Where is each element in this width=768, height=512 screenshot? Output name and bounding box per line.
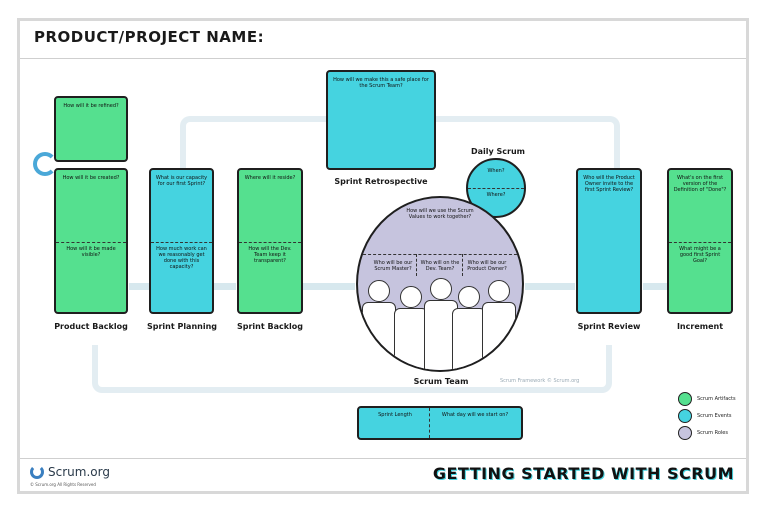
- scrum-logo-text: Scrum.org: [48, 465, 110, 479]
- sprint-length-label: Sprint Length: [378, 412, 412, 418]
- question-when: When?: [487, 168, 505, 174]
- increment-label: Increment: [676, 322, 724, 331]
- sprint-review-label: Sprint Review: [577, 322, 641, 331]
- question-reside: Where will it reside?: [244, 175, 296, 181]
- legend-events-label: Scrum Events: [697, 413, 732, 419]
- header-divider: [20, 58, 746, 59]
- legend-artifacts-label: Scrum Artifacts: [697, 396, 736, 402]
- person-body: [394, 308, 428, 370]
- question-first-version: What's on the first version of the Defin…: [673, 175, 727, 193]
- question-visible: How will it be made visible?: [66, 246, 116, 258]
- page-title: PRODUCT/PROJECT NAME:: [34, 28, 265, 46]
- dashed-divider: [468, 188, 524, 189]
- increment-box[interactable]: What's on the first version of the Defin…: [667, 168, 733, 314]
- person-body: [452, 308, 486, 370]
- person-body: [482, 302, 516, 370]
- question-where: Where?: [486, 192, 506, 198]
- dashed-divider: [358, 254, 522, 255]
- bottom-loop-arrow: [92, 345, 612, 393]
- question-sprint-goal: What might be a good first Sprint Goal?: [679, 246, 721, 264]
- question-refined: How will it be refined?: [63, 103, 119, 109]
- person-icon: [430, 278, 452, 300]
- question-transparent: How will the Dev. Team keep it transpare…: [248, 246, 292, 264]
- legend-artifacts-dot: [678, 392, 692, 406]
- footer-divider: [20, 458, 746, 459]
- sprint-review-box[interactable]: Who will the Product Owner invite to the…: [576, 168, 642, 314]
- team-col-divider-2: [462, 254, 463, 276]
- sprint-backlog-label: Sprint Backlog: [236, 322, 303, 331]
- scrum-team-circle[interactable]: How will we use the Scrum Values to work…: [356, 196, 524, 372]
- team-col-divider-1: [416, 254, 417, 276]
- flow-arrow-2: [214, 283, 236, 290]
- legend-events-dot: [678, 409, 692, 423]
- dashed-divider: [669, 242, 731, 243]
- sprint-retrospective-box[interactable]: How will we make this a safe place for t…: [326, 70, 436, 170]
- question-created: How will it be created?: [62, 175, 120, 181]
- start-day-question: What day will we start on?: [441, 412, 509, 418]
- sprint-planning-box[interactable]: What is our capacity for our first Sprin…: [149, 168, 214, 314]
- person-body: [362, 302, 396, 370]
- sprint-length-box[interactable]: Sprint Length What day will we start on?: [357, 406, 523, 440]
- framework-watermark: Scrum Framework © Scrum.org: [500, 378, 580, 384]
- dashed-divider: [151, 242, 212, 243]
- copyright-text: © Scrum.org All Rights Reserved: [30, 482, 96, 487]
- dashed-divider: [429, 408, 430, 438]
- question-product-owner: Who will be our Product Owner?: [467, 260, 507, 272]
- legend-roles-dot: [678, 426, 692, 440]
- question-values: How will we use the Scrum Values to work…: [406, 208, 474, 220]
- flow-arrow-3: [303, 283, 355, 290]
- question-safe-place: How will we make this a safe place for t…: [333, 77, 429, 89]
- flow-arrow-5: [643, 283, 667, 290]
- person-icon: [368, 280, 390, 302]
- flow-arrow-4: [525, 283, 575, 290]
- person-icon: [400, 286, 422, 308]
- person-icon: [458, 286, 480, 308]
- question-invite: Who will the Product Owner invite to the…: [583, 175, 635, 193]
- person-icon: [488, 280, 510, 302]
- sprint-backlog-box[interactable]: Where will it reside? How will the Dev. …: [237, 168, 303, 314]
- daily-scrum-title: Daily Scrum: [470, 147, 525, 156]
- scrum-team-label: Scrum Team: [413, 377, 469, 386]
- product-backlog-label: Product Backlog: [54, 322, 128, 331]
- refresh-icon: [33, 152, 57, 176]
- question-scrum-master: Who will be our Scrum Master?: [373, 260, 413, 272]
- legend-roles-label: Scrum Roles: [697, 430, 728, 436]
- dashed-divider: [239, 242, 301, 243]
- tagline: GETTING STARTED WITH SCRUM: [432, 464, 734, 483]
- product-backlog-box[interactable]: How will it be created? How will it be m…: [54, 168, 128, 314]
- daily-scrum-circle[interactable]: When? Where?: [466, 158, 526, 218]
- flow-arrow-1: [129, 283, 149, 290]
- dashed-divider: [56, 242, 126, 243]
- sprint-planning-label: Sprint Planning: [146, 322, 218, 331]
- product-backlog-refined-box[interactable]: How will it be refined?: [54, 96, 128, 162]
- question-capacity: What is our capacity for our first Sprin…: [155, 175, 208, 187]
- scrum-logo-icon: [30, 465, 44, 479]
- question-work: How much work can we reasonably get done…: [156, 246, 207, 270]
- sprint-retrospective-label: Sprint Retrospective: [334, 177, 428, 186]
- question-dev-team: Who will on the Dev. Team?: [420, 260, 460, 272]
